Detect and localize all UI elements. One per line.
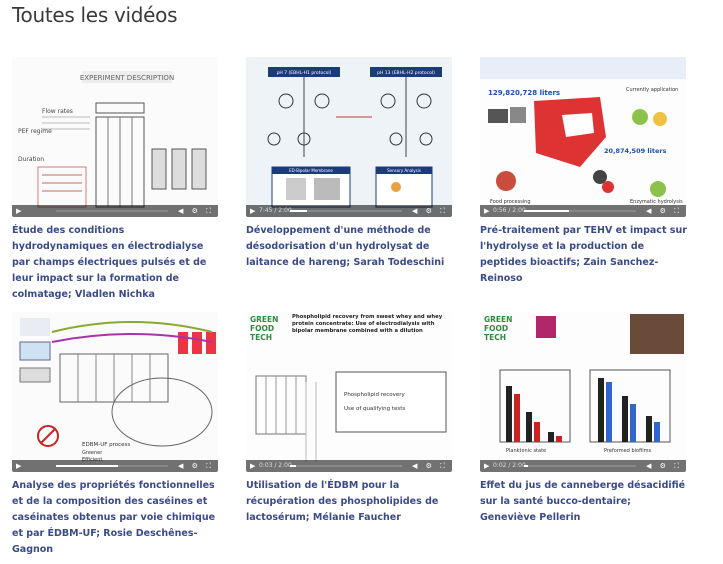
volume-fullscreen-icons[interactable]: ◀ ⚙ ⛶ — [411, 207, 448, 215]
video-title-link[interactable]: Étude des conditions hydrodynamiques en … — [12, 225, 207, 300]
play-icon[interactable]: ▶ — [16, 462, 22, 470]
volume-fullscreen-icons[interactable]: ◀ ⚙ ⛶ — [645, 207, 682, 215]
svg-text:FOOD: FOOD — [484, 324, 508, 333]
video-thumbnail[interactable]: GREEN FOOD TECH Phospholipid recovery fr… — [246, 312, 452, 472]
slide-title: Phospholipid recovery from sweet whey an… — [292, 314, 443, 334]
video-thumbnail[interactable]: EXPERIMENT DESCRIPTION Flow rates PEF re… — [12, 57, 218, 217]
svg-text:Food processing: Food processing — [490, 199, 531, 205]
svg-text:Greener: Greener — [82, 450, 103, 456]
svg-text:Use of qualifying tests: Use of qualifying tests — [344, 406, 405, 412]
video-thumbnail[interactable]: pH 7 (EBHL-H1 protocol) pH 13 (EBHL-H2 p… — [246, 57, 452, 217]
play-icon[interactable]: ▶ — [250, 462, 256, 470]
svg-text:pH 7 (EBHL-H1 protocol): pH 7 (EBHL-H1 protocol) — [277, 70, 332, 76]
svg-text:pH 13 (EBHL-H2 protocol): pH 13 (EBHL-H2 protocol) — [377, 70, 435, 76]
video-controls[interactable]: ▶ 0:56 / 2:00 ◀ ⚙ ⛶ — [480, 205, 686, 217]
slide-title: EXPERIMENT DESCRIPTION — [80, 74, 174, 82]
volume-fullscreen-icons[interactable]: ◀ ⚙ ⛶ — [411, 462, 448, 470]
svg-text:ED-Bipolar Membrane: ED-Bipolar Membrane — [289, 168, 333, 173]
video-controls[interactable]: ▶ 0:03 / 2:00 ◀ ⚙ ⛶ — [246, 460, 452, 472]
green-food-tech-logo: GREEN — [250, 315, 278, 324]
svg-text:TECH: TECH — [250, 333, 272, 342]
svg-text:FOOD: FOOD — [250, 324, 274, 333]
svg-text:Enzymatic hydrolysis: Enzymatic hydrolysis — [630, 199, 683, 205]
svg-text:TECH: TECH — [484, 333, 506, 342]
svg-text:Currently application: Currently application — [626, 87, 678, 93]
video-title-link[interactable]: Analyse des propriétés fonctionnelles et… — [12, 480, 216, 555]
svg-text:20,874,509 liters: 20,874,509 liters — [604, 147, 667, 155]
green-food-tech-logo: GREEN — [484, 315, 512, 324]
video-controls[interactable]: ▶ 7:45 / 2:00 ◀ ⚙ ⛶ — [246, 205, 452, 217]
play-icon[interactable]: ▶ — [484, 207, 490, 215]
play-icon[interactable]: ▶ — [16, 207, 22, 215]
video-title-link[interactable]: Effet du jus de canneberge désacidifié s… — [480, 480, 686, 523]
svg-text:EDBM-UF process: EDBM-UF process — [82, 442, 130, 448]
video-controls[interactable]: ▶ ◀ ⚙ ⛶ — [12, 460, 218, 472]
volume-fullscreen-icons[interactable]: ◀ ⚙ ⛶ — [177, 462, 214, 470]
video-controls[interactable]: ▶ 0:02 / 2:00 ◀ ⚙ ⛶ — [480, 460, 686, 472]
volume-fullscreen-icons[interactable]: ◀ ⚙ ⛶ — [645, 462, 682, 470]
svg-text:Sensory Analysis: Sensory Analysis — [387, 168, 421, 173]
svg-text:129,820,728 liters: 129,820,728 liters — [488, 89, 560, 97]
svg-text:Planktonic state: Planktonic state — [506, 448, 546, 454]
svg-text:Duration: Duration — [18, 156, 44, 163]
play-icon[interactable]: ▶ — [250, 207, 256, 215]
video-title-link[interactable]: Développement d'une méthode de désodoris… — [246, 225, 445, 268]
progress-bar[interactable] — [290, 210, 402, 212]
video-thumbnail[interactable]: GREEN FOOD TECH Planktonic state Preform… — [480, 312, 686, 472]
svg-text:PEF regime: PEF regime — [18, 128, 52, 135]
page-heading: Toutes les vidéos — [12, 3, 178, 27]
svg-text:Flow rates: Flow rates — [42, 108, 73, 115]
play-icon[interactable]: ▶ — [484, 462, 490, 470]
progress-bar[interactable] — [524, 210, 636, 212]
progress-bar[interactable] — [56, 210, 168, 212]
video-thumbnail[interactable]: 129,820,728 liters 20,874,509 liters Cur… — [480, 57, 686, 217]
video-thumbnail[interactable]: EDBM-UF process Greener Efficient ▶ ◀ ⚙ … — [12, 312, 218, 472]
progress-bar[interactable] — [524, 465, 636, 467]
svg-text:Preformed biofilms: Preformed biofilms — [604, 448, 651, 454]
svg-text:Phospholipid recovery: Phospholipid recovery — [344, 392, 406, 398]
progress-bar[interactable] — [56, 465, 168, 467]
video-controls[interactable]: ▶ ◀ ⚙ ⛶ — [12, 205, 218, 217]
video-title-link[interactable]: Pré-traitement par TEHV et impact sur l'… — [480, 225, 687, 284]
volume-fullscreen-icons[interactable]: ◀ ⚙ ⛶ — [177, 207, 214, 215]
progress-bar[interactable] — [290, 465, 402, 467]
video-title-link[interactable]: Utilisation de l'ÉDBM pour la récupérati… — [246, 480, 439, 523]
